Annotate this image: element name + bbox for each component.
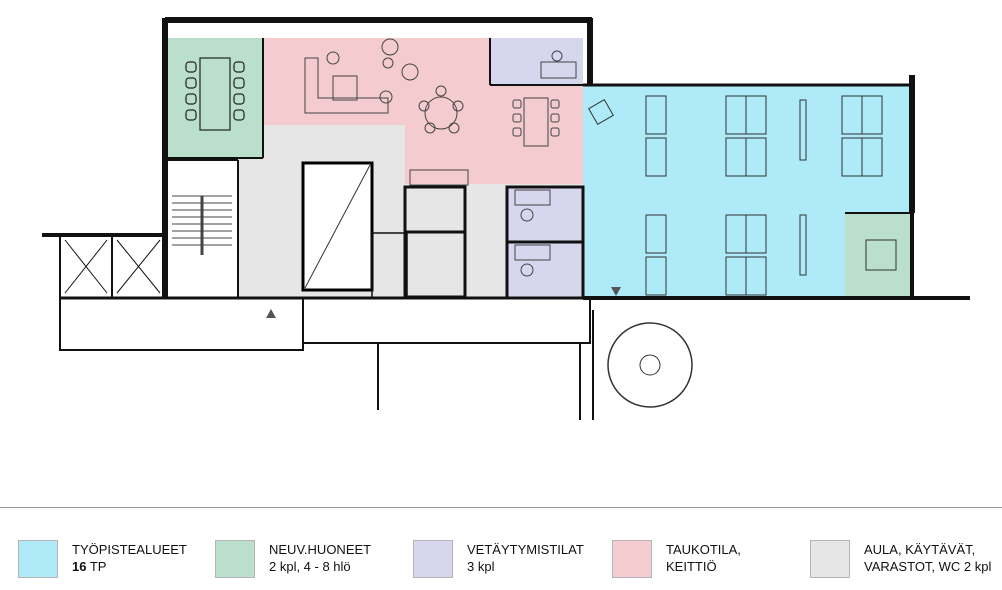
entrance-marker-icon: [611, 287, 621, 296]
spiral-staircase: [607, 322, 693, 408]
legend-swatch: [18, 540, 58, 578]
lounge-furniture: [304, 38, 577, 277]
legend-count: 16: [72, 559, 87, 574]
zone-meeting-room-2: [845, 213, 912, 298]
zone-quiet-room-2: [507, 187, 583, 242]
legend-quiet-rooms: VETÄYTYMISTILAT 3 kpl: [413, 540, 584, 578]
floor-plan: [42, 17, 970, 420]
legend-label: TAUKOTILA,: [666, 542, 741, 557]
legend-swatch: [612, 540, 652, 578]
zone-meeting-room-1: [165, 38, 263, 158]
legend-detail: 2 kpl, 4 - 8 hlö: [269, 559, 351, 574]
legend-label: AULA, KÄYTÄVÄT,: [864, 542, 976, 557]
legend-break-room: TAUKOTILA, KEITTIÖ: [612, 540, 741, 578]
legend-meeting-rooms: NEUV.HUONEET 2 kpl, 4 - 8 hlö: [215, 540, 371, 578]
meeting-table-1: [185, 57, 245, 131]
legend-detail: 3 kpl: [467, 559, 495, 574]
legend-unit: TP: [86, 559, 107, 574]
legend-swatch: [215, 540, 255, 578]
legend-detail: KEITTIÖ: [666, 559, 717, 574]
staircase: [172, 195, 232, 255]
legend-divider: [0, 507, 1002, 508]
entrance-marker-icon: [266, 309, 276, 318]
legend-label: TYÖPISTEALUEET: [72, 542, 187, 557]
zone-quiet-room-3: [507, 242, 583, 298]
legend-swatch: [810, 540, 850, 578]
legend-label: NEUV.HUONEET: [269, 542, 372, 557]
legend-swatch: [413, 540, 453, 578]
legend-lobby: AULA, KÄYTÄVÄT, VARASTOT, WC 2 kpl: [810, 540, 991, 578]
walls: [42, 17, 970, 420]
legend-workstations: TYÖPISTEALUEET 16 TP: [18, 540, 187, 578]
legend-detail: VARASTOT, WC 2 kpl: [864, 559, 992, 574]
workstation-desks: [588, 95, 897, 296]
legend-label: VETÄYTYMISTILAT: [467, 542, 584, 557]
